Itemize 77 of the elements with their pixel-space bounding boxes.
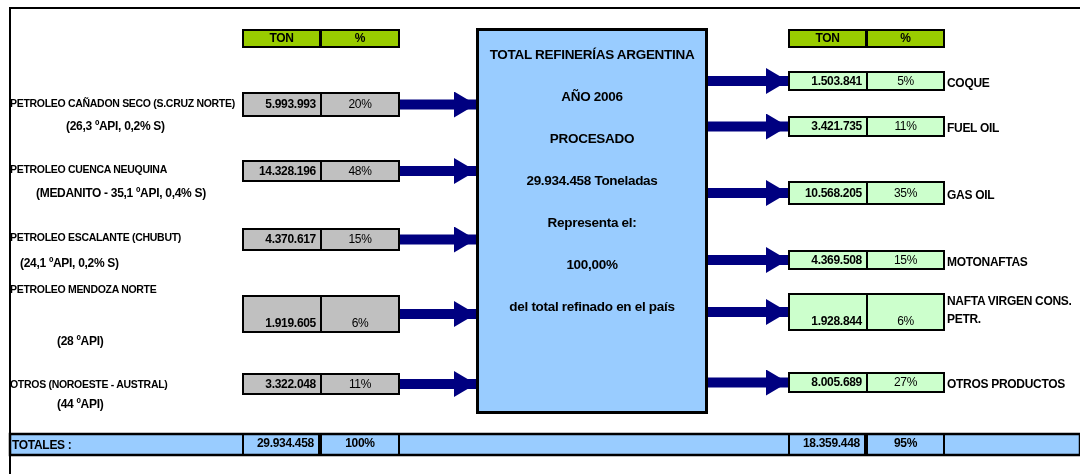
flow-arrow [400,371,476,397]
flow-arrow [708,180,788,206]
tonnage: 5.993.993 [244,94,322,115]
output-row [788,250,945,270]
tonnage: 10.568.205 [790,183,868,203]
refinery-box [476,28,708,414]
output-row [788,181,945,205]
percentage: 6% [350,315,370,331]
crude-properties: (26,3 ºAPI, 0,2% S) [66,119,165,133]
crude-properties: (24,1 ºAPI, 0,2% S) [20,256,119,270]
percentage: 11% [893,118,918,135]
product-name: NAFTA VIRGEN CONS. PETR. [947,293,1073,328]
percentage: 48% [347,162,373,180]
tonnage: 8.005.689 [790,374,868,391]
tonnage: 14.328.196 [244,162,322,180]
input-row [242,295,400,333]
product-name: OTROS PRODUCTOS [947,376,1066,393]
percentage: 5% [896,73,915,89]
flow-arrow [400,226,476,253]
output-row [788,116,945,137]
total-tonnage: 18.359.448 [788,434,866,455]
box-text: PROCESADO [549,131,635,146]
flow-arrow [708,247,788,273]
crude-properties: (44 ºAPI) [57,397,104,411]
tonnage: 3.322.048 [244,375,322,393]
tonnage: 4.369.508 [790,252,868,268]
column-header: % [866,29,945,48]
flow-arrow [708,113,788,140]
column-header: TON [788,29,867,48]
flow-arrow [708,299,788,325]
crude-name: PETROLEO MENDOZA NORTE [10,283,157,295]
product-name: GAS OIL [947,187,996,204]
percentage: 11% [347,375,373,393]
totals-label: TOTALES : [12,437,72,454]
tonnage: 1.928.844 [790,295,868,329]
crude-name: PETROLEO ESCALANTE (CHUBUT) [10,231,181,243]
box-text: AÑO 2006 [561,89,623,104]
input-row [242,373,400,395]
box-text: Representa el: [547,215,637,230]
tonnage: 1.503.841 [790,73,868,89]
flow-arrow [708,68,788,94]
output-row [788,71,945,91]
box-text: TOTAL REFINERÍAS ARGENTINA [489,47,695,62]
percentage: 35% [892,184,919,202]
crude-name: PETROLEO CAÑADON SECO (S.CRUZ NORTE) [10,97,235,109]
input-row [242,228,400,251]
crude-properties: (MEDANITO - 35,1 ºAPI, 0,4% S) [36,186,206,200]
product-name: COQUE [947,75,991,92]
box-text: 29.934.458 Toneladas [526,173,658,188]
output-row [788,372,945,393]
crude-properties: (28 ºAPI) [57,334,104,348]
percentage: 20% [347,96,373,113]
column-header: % [320,29,400,48]
total-tonnage: 29.934.458 [242,434,320,455]
flow-arrow [708,369,788,396]
input-row [242,160,400,182]
product-name: FUEL OIL [947,120,1001,137]
output-row [788,293,945,331]
percentage: 27% [892,374,919,391]
tonnage: 4.370.617 [244,230,322,249]
tonnage: 1.919.605 [244,297,322,331]
column-header: TON [242,29,321,48]
flow-arrow [400,158,476,184]
flow-arrow [400,91,476,118]
flow-arrow [400,301,476,327]
crude-name: OTROS (NOROESTE - AUSTRAL) [10,378,168,390]
product-name: MOTONAFTAS [947,254,1029,271]
percentage: 6% [896,313,915,329]
total-percentage: 95% [866,434,945,455]
total-percentage: 100% [320,434,400,455]
input-row [242,92,400,117]
percentage: 15% [347,231,373,248]
box-text: del total refinado en el país [509,299,675,314]
box-text: 100,00% [566,257,618,272]
crude-name: PETROLEO CUENCA NEUQUINA [10,163,167,175]
tonnage: 3.421.735 [790,118,868,135]
percentage: 15% [892,252,919,268]
